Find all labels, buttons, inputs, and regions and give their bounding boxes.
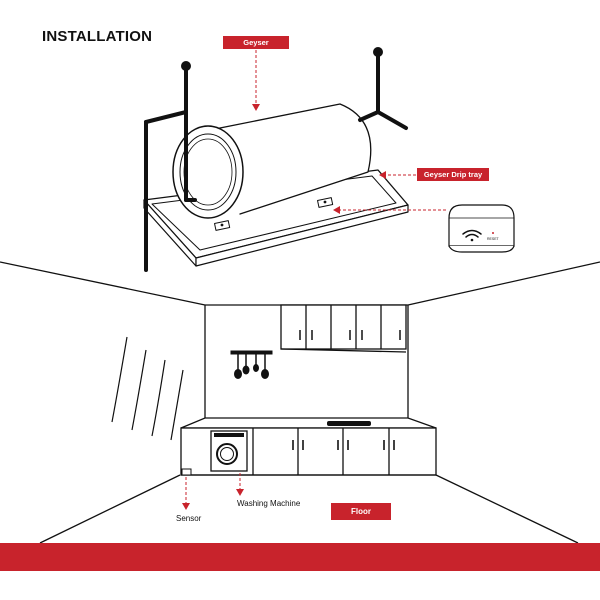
page-title: INSTALLATION: [42, 28, 153, 45]
washing-machine-callout-arrow: [236, 473, 244, 496]
geyser-label: Geyser: [223, 36, 289, 49]
wifi-sensor-device: RESET: [448, 204, 515, 253]
drip-tray-callout-arrow: [379, 171, 416, 179]
kitchen-sink: [327, 421, 371, 426]
washing-machine-label: Washing Machine: [237, 499, 301, 508]
floor-band: [0, 543, 600, 571]
sensor-callout-arrow: [182, 477, 190, 510]
sensor-link-arrow: [333, 206, 446, 214]
sensor-label: Sensor: [176, 514, 202, 523]
drip-tray-label: Geyser Drip tray: [417, 168, 489, 181]
room: [0, 261, 600, 544]
wifi-icon: [462, 229, 482, 242]
floor-label: Floor: [331, 503, 391, 520]
outlet-pipe: [358, 47, 408, 130]
floor-sensor: [181, 468, 192, 476]
geyser-assembly: [143, 47, 409, 272]
reset-label: RESET: [487, 237, 500, 241]
wall-cabinets: [280, 304, 407, 353]
utensil-rack: [230, 350, 273, 379]
window-light-lines: [111, 336, 184, 441]
inlet-pipe: [144, 61, 197, 272]
geyser-callout-arrow: [252, 50, 260, 111]
washing-machine: [210, 430, 248, 472]
